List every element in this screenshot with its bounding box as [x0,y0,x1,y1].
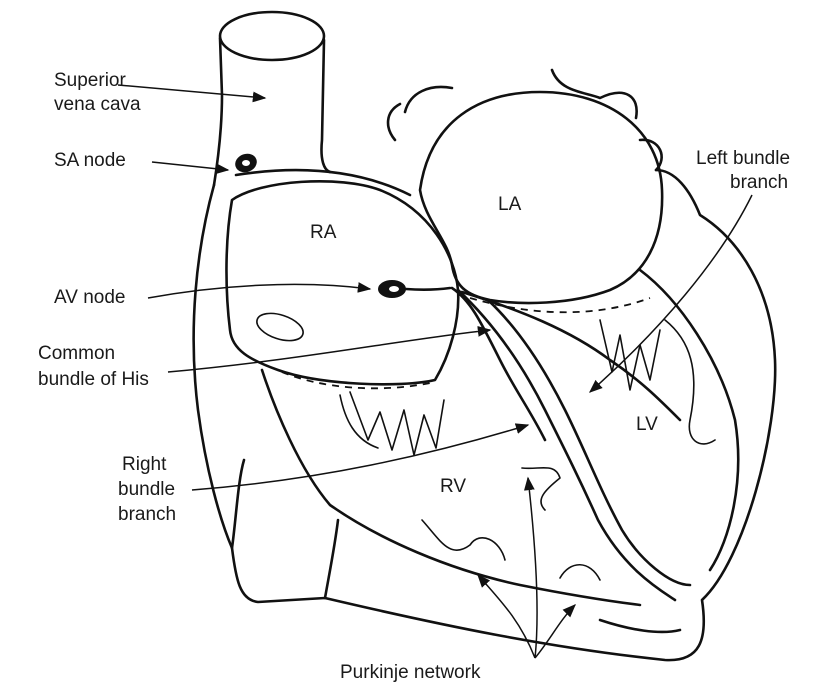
label-purkinje-network: Purkinje network [340,662,481,683]
label-left-bundle-line1: Left bundle [696,148,790,169]
av-node-shape [378,280,450,298]
heart-outer-wall [194,170,776,660]
label-right-bundle-line2: bundle [118,479,175,500]
label-right-bundle-line3: branch [118,504,176,525]
label-common-bundle-line2: bundle of His [38,369,149,390]
label-av-node: AV node [54,287,125,308]
inner-walls [226,92,738,632]
label-superior-vena-cava-line1: Superior [54,70,126,91]
label-ra: RA [310,222,337,243]
superior-vena-cava-vessel [214,12,330,185]
label-superior-vena-cava-line2: vena cava [54,94,141,115]
label-sa-node: SA node [54,150,126,171]
label-rv: RV [440,476,466,497]
label-la: LA [498,194,522,215]
label-left-bundle-line2: branch [730,172,788,193]
inferior-vena-cava [232,460,338,598]
label-right-bundle-line1: Right [122,454,167,475]
chordae-tendineae [340,320,715,580]
label-common-bundle-line1: Common [38,343,115,364]
label-lv: LV [636,414,658,435]
